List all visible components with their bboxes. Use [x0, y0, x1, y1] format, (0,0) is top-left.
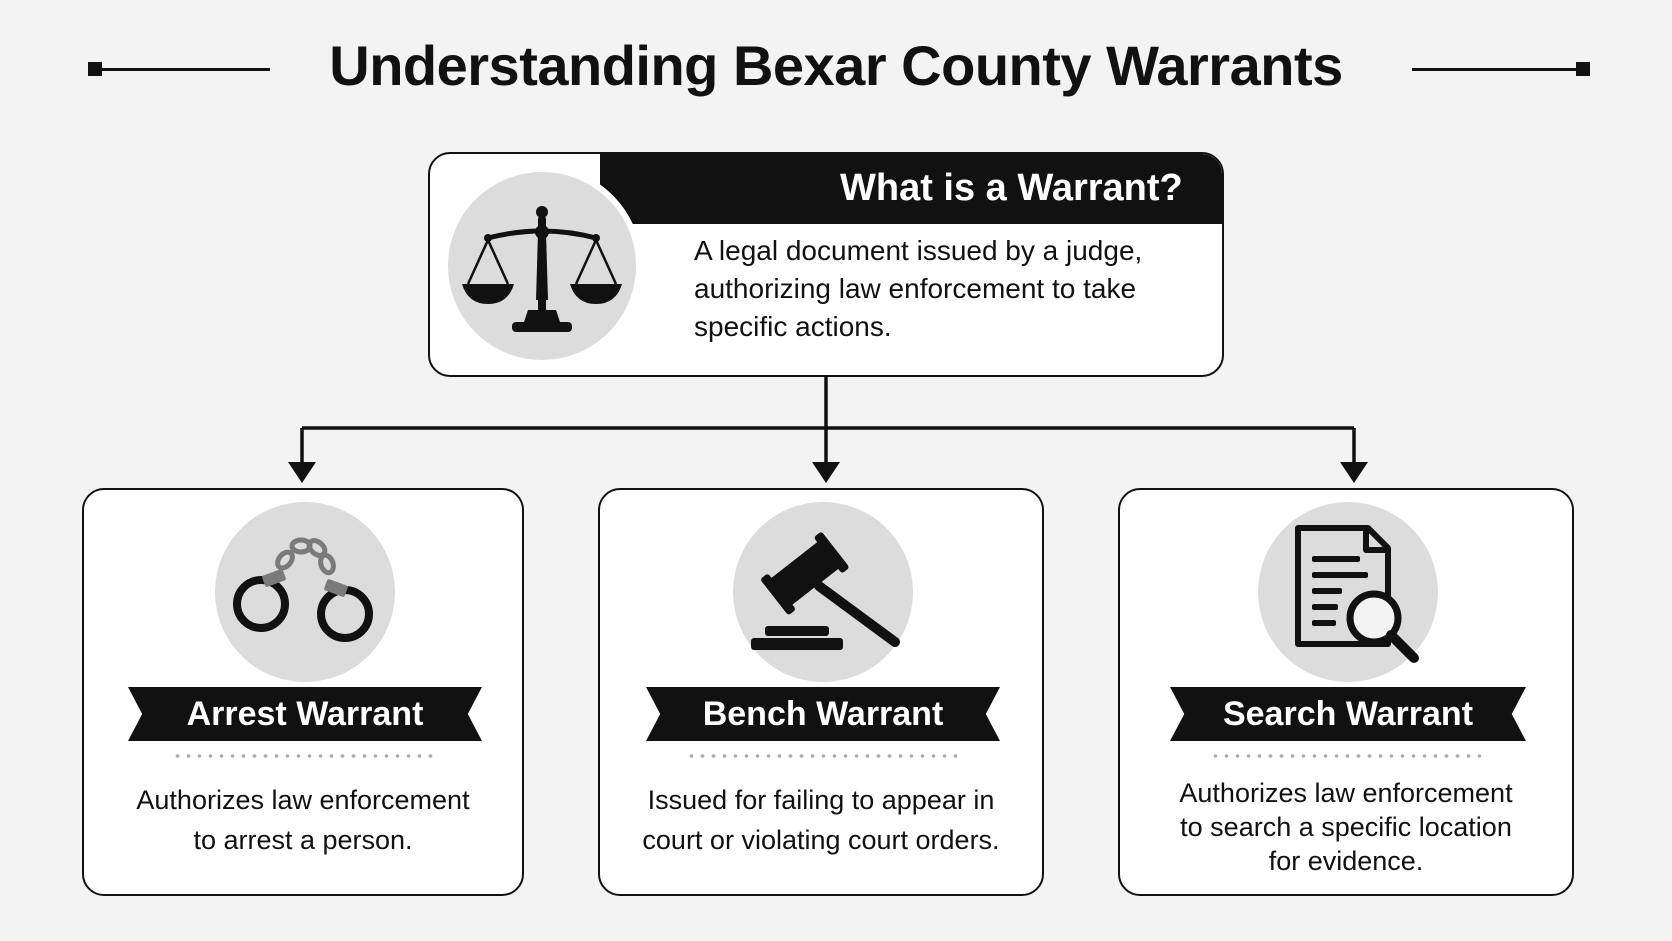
bench-warrant-card: Bench Warrant Issued for failing to appe…: [598, 488, 1044, 896]
type-description: Issued for failing to appear in court or…: [620, 780, 1022, 860]
gavel-icon: [751, 532, 900, 650]
arrowhead-center: [812, 462, 840, 483]
definition-title: What is a Warrant?: [840, 167, 1183, 209]
description-line: Authorizes law enforcement: [1179, 778, 1513, 808]
definition-line: A legal document issued by a judge,: [694, 235, 1143, 266]
document-search-icon: [1295, 525, 1419, 663]
definition-line: specific actions.: [694, 311, 892, 342]
definition-card: What is a Warrant? A lega: [428, 152, 1224, 377]
type-description: Authorizes law enforcement to arrest a p…: [104, 780, 502, 860]
description-line: court or violating court orders.: [642, 825, 1000, 855]
icon-circle: [733, 502, 913, 682]
arrest-warrant-card: Arrest Warrant Authorizes law enforcemen…: [82, 488, 524, 896]
scales-of-justice-icon: [462, 206, 622, 332]
type-banner: Arrest Warrant: [128, 687, 482, 741]
type-description: Authorizes law enforcement to search a s…: [1140, 776, 1552, 878]
type-title: Bench Warrant: [702, 695, 944, 733]
dotted-divider: [172, 754, 438, 758]
type-title: Search Warrant: [1222, 695, 1474, 733]
description-line: to arrest a person.: [193, 825, 413, 855]
page-title: Understanding Bexar County Warrants: [329, 34, 1343, 97]
description-line: for evidence.: [1268, 846, 1424, 876]
description-line: to search a specific location: [1180, 812, 1512, 842]
arrowhead-left: [288, 462, 316, 483]
title-left-rule: [102, 68, 270, 71]
icon-circle: [215, 502, 395, 682]
definition-line: authorizing law enforcement to take: [694, 273, 1137, 304]
title-left-square: [88, 62, 102, 76]
dotted-divider: [1210, 754, 1486, 758]
icon-circle: [1258, 502, 1438, 682]
search-warrant-card: Search Warrant Authorizes law enforcemen…: [1118, 488, 1574, 896]
title-row: Understanding Bexar County Warrants: [0, 28, 1672, 108]
dotted-divider: [686, 754, 958, 758]
type-title: Arrest Warrant: [186, 695, 424, 733]
type-banner: Bench Warrant: [646, 687, 1000, 741]
definition-text: A legal document issued by a judge, auth…: [694, 232, 1194, 346]
description-line: Issued for failing to appear in: [647, 785, 995, 815]
handcuffs-icon: [233, 537, 373, 642]
definition-icon-circle: [442, 166, 642, 366]
definition-header-bar: What is a Warrant?: [600, 154, 1222, 224]
title-right-rule: [1412, 68, 1582, 71]
arrowhead-right: [1340, 462, 1368, 483]
title-right-square: [1576, 62, 1590, 76]
type-banner: Search Warrant: [1170, 687, 1526, 741]
description-line: Authorizes law enforcement: [136, 785, 470, 815]
